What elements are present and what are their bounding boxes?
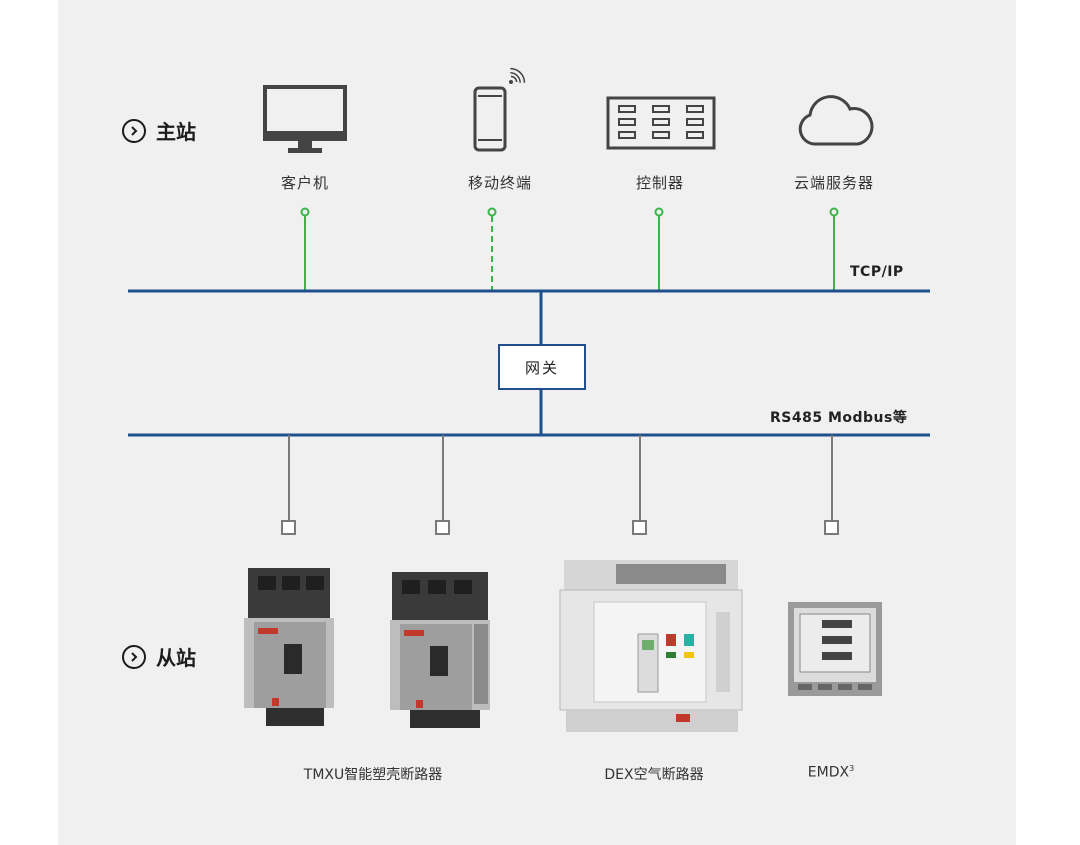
tmxu-label: TMXU智能塑壳断路器	[303, 767, 443, 783]
rs485-label: RS485 Modbus等	[770, 410, 908, 426]
mccb-breaker-2-image	[390, 572, 490, 728]
master-station-text: 主站	[156, 120, 196, 144]
air-circuit-breaker-image	[559, 560, 743, 732]
gateway-label: 网关	[524, 358, 559, 377]
slave-station-label: 从站	[122, 642, 196, 671]
chevron-right-circle-icon	[122, 118, 146, 143]
client-label: 客户机	[280, 174, 329, 192]
mobile-terminal-label: 移动终端	[467, 174, 532, 192]
emdx-meter-image	[788, 602, 882, 696]
mccb-breaker-1-image	[244, 568, 334, 726]
master-links	[300, 207, 839, 291]
dex-label: DEX空气断路器	[604, 767, 704, 783]
chevron-right-circle-icon	[122, 644, 146, 669]
slave-links	[281, 435, 839, 535]
controller-panel-icon	[606, 96, 716, 150]
cloud-server-label: 云端服务器	[793, 174, 874, 192]
master-station-label: 主站	[122, 116, 196, 145]
mobile-phone-icon	[473, 67, 526, 152]
emdx-label: EMDX3	[807, 764, 855, 781]
cloud-icon	[798, 95, 874, 146]
tcp-ip-label: TCP/IP	[850, 264, 904, 280]
slave-station-text: 从站	[156, 646, 196, 670]
monitor-icon	[263, 85, 347, 153]
controller-label: 控制器	[635, 174, 684, 192]
gateway-box: 网关	[498, 344, 586, 390]
diagram-panel	[58, 0, 1016, 845]
